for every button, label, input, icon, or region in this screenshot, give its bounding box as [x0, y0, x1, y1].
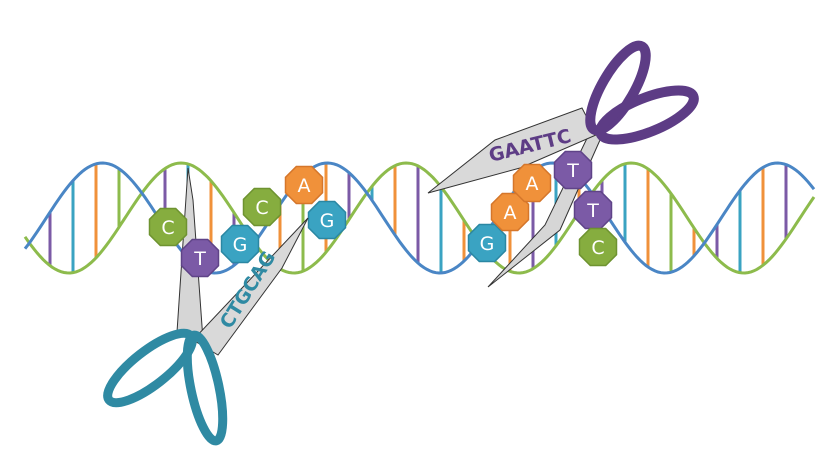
- dna-double-helix: [23, 161, 816, 275]
- nucleotide-letter: G: [233, 234, 248, 256]
- nucleotide-g: G: [467, 223, 507, 263]
- nucleotide-badge: [284, 165, 324, 205]
- nucleotide-a: A: [490, 192, 530, 232]
- left-recognition-site: CTGCAG: [148, 165, 347, 278]
- nucleotide-badge: [578, 227, 618, 267]
- right-recognition-site: GAATTC: [467, 150, 618, 267]
- nucleotide-letter: A: [504, 202, 517, 224]
- nucleotide-t: T: [553, 150, 593, 190]
- nucleotide-letter: A: [526, 173, 539, 195]
- nucleotide-g: G: [307, 200, 347, 240]
- nucleotide-letter: G: [320, 210, 335, 232]
- nucleotide-a: A: [512, 163, 552, 203]
- nucleotide-c: C: [148, 207, 188, 247]
- nucleotide-badge: [180, 238, 220, 278]
- nucleotide-letter: T: [193, 248, 206, 270]
- right-scissors-handle-1: [585, 40, 651, 136]
- nucleotide-letter: T: [586, 200, 599, 222]
- left-scissors-handle-2: [182, 330, 228, 446]
- nucleotide-badge: [307, 200, 347, 240]
- right-scissors-handle-2: [595, 85, 699, 145]
- dna-strand-green: [23, 161, 816, 275]
- nucleotide-letter: C: [161, 217, 174, 239]
- nucleotide-c: C: [578, 227, 618, 267]
- nucleotide-g: G: [220, 224, 260, 264]
- nucleotide-letter: G: [480, 233, 495, 255]
- left-scissors-blade-labeled: [192, 217, 309, 356]
- nucleotide-badge: [553, 150, 593, 190]
- nucleotide-letter: C: [255, 197, 268, 219]
- nucleotide-t: T: [180, 238, 220, 278]
- nucleotide-c: C: [242, 187, 282, 227]
- nucleotide-badge: [242, 187, 282, 227]
- nucleotide-t: T: [573, 190, 613, 230]
- nucleotide-badge: [467, 223, 507, 263]
- nucleotide-badge: [220, 224, 260, 264]
- nucleotide-a: A: [284, 165, 324, 205]
- nucleotide-letter: T: [566, 160, 579, 182]
- nucleotide-badge: [148, 207, 188, 247]
- nucleotide-badge: [512, 163, 552, 203]
- nucleotide-letter: A: [298, 175, 311, 197]
- nucleotide-letter: C: [591, 237, 604, 259]
